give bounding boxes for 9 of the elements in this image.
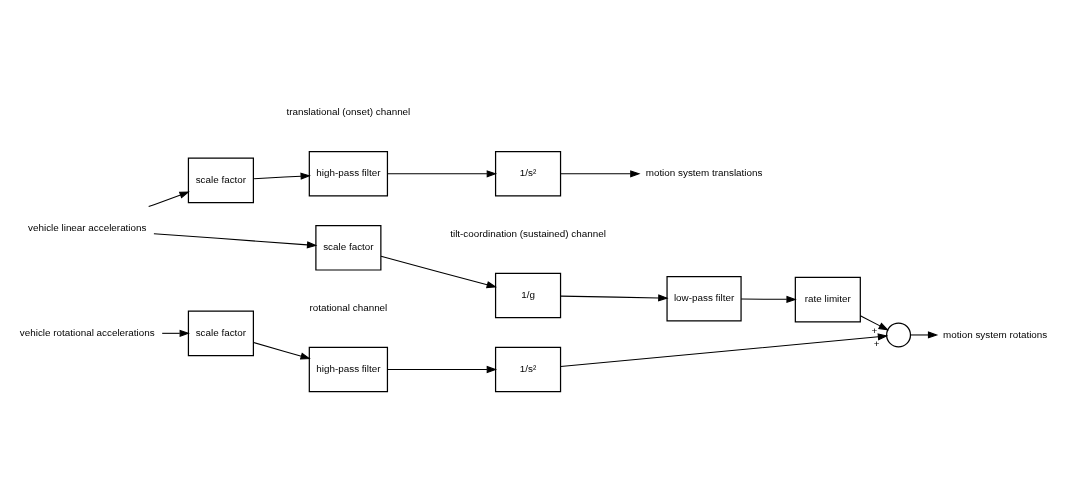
node-text: vehicle rotational accelerations [19, 326, 155, 338]
edge-label: + [873, 337, 880, 349]
node-text: motion system translations [645, 166, 763, 178]
label: translational (onset) channel [286, 105, 411, 117]
label: rotational channel [309, 301, 388, 313]
node-text: motion system rotations [943, 328, 1048, 340]
label: tilt-coordination (sustained) channel [450, 227, 606, 239]
edge-label: + [871, 324, 878, 336]
node-text: vehicle linear accelerations [28, 221, 147, 233]
